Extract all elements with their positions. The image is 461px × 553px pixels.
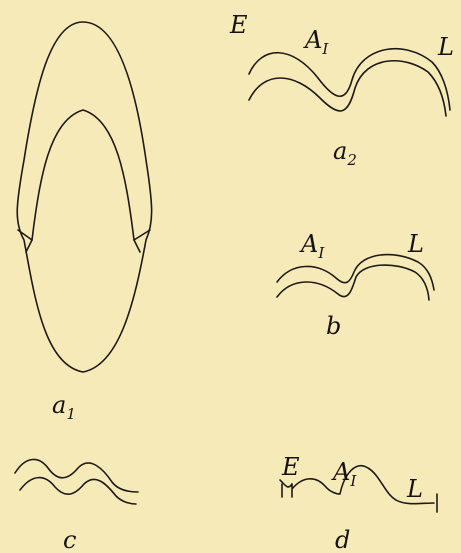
label-b: b bbox=[326, 312, 341, 340]
label-d: d bbox=[335, 526, 350, 553]
label-E-top: E bbox=[229, 11, 248, 39]
label-A1-d: AI bbox=[331, 458, 357, 490]
label-L-d: L bbox=[406, 475, 423, 503]
label-L-b: L bbox=[407, 230, 424, 258]
inner-arch-outline bbox=[32, 110, 134, 240]
wave-a2-upper bbox=[249, 49, 450, 110]
wave-c-upper bbox=[15, 459, 138, 492]
label-c: c bbox=[63, 526, 76, 553]
inner-right-notch bbox=[134, 230, 150, 252]
label-a2: a2 bbox=[333, 137, 357, 169]
figure-a2-wave bbox=[249, 49, 450, 116]
label-A1-b: AI bbox=[299, 230, 325, 262]
wave-c-lower bbox=[20, 478, 136, 504]
label-a1: a1 bbox=[52, 391, 76, 423]
figure-a1-outline bbox=[17, 22, 151, 372]
wave-b-upper bbox=[277, 255, 434, 290]
label-A1-top: AI bbox=[303, 26, 329, 58]
wave-a2-lower bbox=[249, 61, 446, 116]
figure-b-wave bbox=[277, 255, 434, 300]
label-E-d: E bbox=[281, 453, 300, 481]
outer-ellipse-outline bbox=[17, 22, 151, 372]
figure-c-wave bbox=[15, 459, 138, 504]
label-L-top: L bbox=[437, 33, 454, 61]
wave-b-lower bbox=[277, 265, 429, 300]
